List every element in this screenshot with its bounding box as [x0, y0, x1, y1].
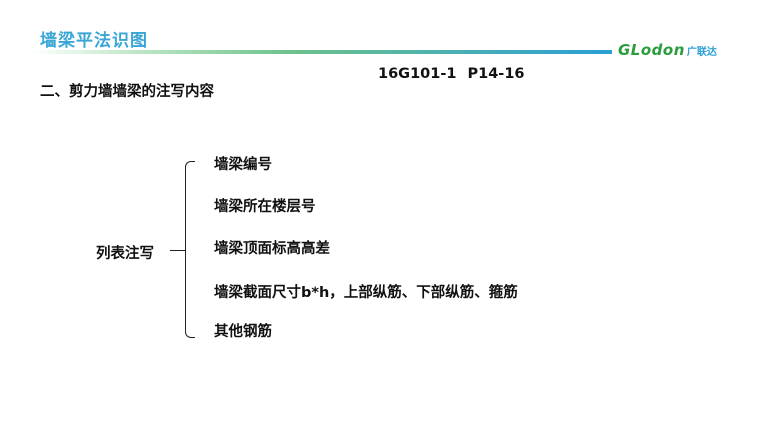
list-item: 墙梁截面尺寸b*h，上部纵筋、下部纵筋、箍筋 — [214, 285, 518, 301]
logo-text-cn: 广联达 — [686, 47, 717, 58]
page-title: 墙梁平法识图 — [40, 31, 148, 51]
list-item: 其他钢筋 — [214, 324, 272, 340]
left-brace — [185, 161, 195, 338]
header-divider — [30, 50, 612, 54]
list-item: 墙梁所在楼层号 — [214, 199, 316, 215]
code-reference: 16G101-1 P14-16 — [378, 66, 525, 82]
brace-connector — [170, 250, 185, 251]
glodon-logo: GLodon 广联达 — [618, 41, 717, 61]
list-item: 墙梁顶面标高高差 — [214, 241, 330, 257]
list-label: 列表注写 — [96, 246, 154, 262]
section-heading: 二、剪力墙墙梁的注写内容 — [40, 84, 214, 100]
list-item: 墙梁编号 — [214, 157, 272, 173]
logo-text-en: GLodon — [618, 41, 685, 59]
